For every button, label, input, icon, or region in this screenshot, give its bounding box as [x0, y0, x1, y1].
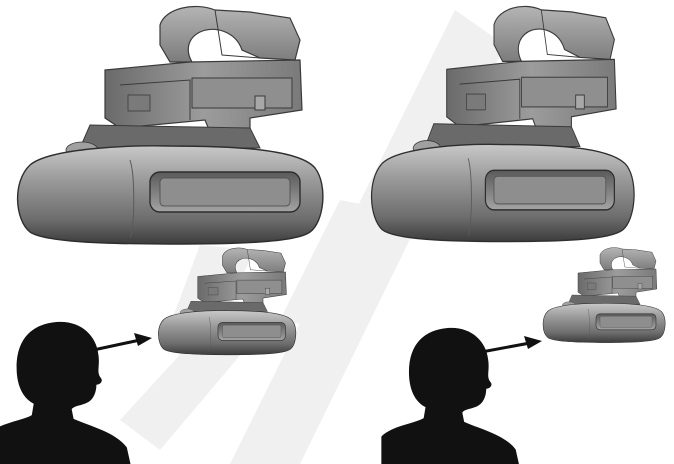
device-large-left — [16, 5, 324, 245]
device-small-right — [542, 247, 666, 343]
arrow-right — [459, 336, 542, 358]
arrow-left — [69, 333, 152, 357]
scene-left — [0, 5, 324, 464]
scene-right — [370, 5, 666, 464]
person-silhouette-left — [0, 321, 131, 464]
